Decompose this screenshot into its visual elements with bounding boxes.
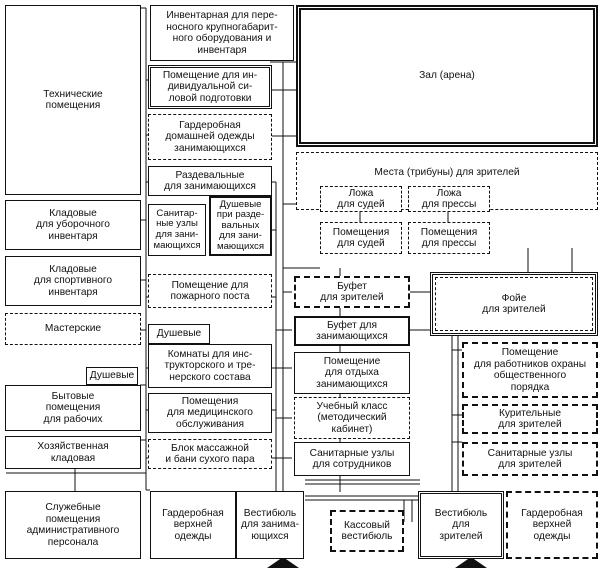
entrance-arrow-spectators (455, 557, 487, 568)
box-buffet-spectators: Буфет для зрителей (294, 276, 410, 308)
box-fire-post: Помещение для пожарного поста (148, 274, 272, 308)
box-judges-box: Ложа для судей (320, 186, 402, 212)
box-cleaning-storage: Кладовые для уборочного инвентаря (5, 200, 141, 250)
box-sports-storage: Кладовые для спортивного инвентаря (5, 256, 141, 306)
box-security-rooms: Помещение для работников охраны обществе… (462, 342, 598, 398)
box-buffet-participants: Буфет для занимающихся (294, 316, 410, 346)
box-individual-training: Помещение для ин- дивидуальной си- ловой… (148, 65, 272, 109)
box-sanitary-units: Санитар- ные узлы для зани- мающихся (148, 204, 206, 256)
box-foyer: Фойе для зрителей (430, 272, 598, 336)
box-rest-rooms: Помещение для отдыха занимающихся (294, 352, 410, 394)
box-massage-sauna: Блок массажной и бани сухого пара (148, 439, 272, 469)
box-home-clothes-wardrobe: Гардеробная домашней одежды занимающихся (148, 114, 272, 160)
box-staff-sanitary: Санитарные узлы для сотрудников (294, 442, 410, 476)
box-workers-rooms: Бытовые помещения для рабочих (5, 385, 141, 431)
box-outer-wardrobe: Гардеробная верхней одежды (150, 491, 236, 559)
box-spectators-lobby: Вестибюль для зрителей (418, 491, 504, 559)
box-showers-changing: Душевые при разде- вальных для зани- маю… (209, 196, 272, 256)
box-press-box: Ложа для прессы (408, 186, 490, 212)
box-inventory-large: Инвентарная для пере- носного крупногаба… (150, 5, 294, 61)
box-household-storage: Хозяйственная кладовая (5, 436, 141, 469)
box-workshops: Мастерские (5, 313, 141, 345)
box-showers-small: Душевые (148, 324, 210, 344)
box-medical-rooms: Помещения для медицинского обслуживания (148, 393, 272, 433)
spectator-seats-label: Места (трибуны) для зрителей (374, 167, 520, 178)
box-instructors-rooms: Комнаты для инс- трукторского и тре- нер… (148, 344, 272, 388)
entrance-arrow-participants (267, 557, 299, 568)
box-spectators-sanitary: Санитарные узлы для зрителей (462, 442, 598, 476)
box-showers-workers: Душевые (86, 367, 138, 385)
box-changing-rooms: Раздевальные для занимающихся (148, 166, 272, 196)
box-spectators-wardrobe: Гардеробная верхней одежды (506, 491, 598, 559)
box-cashier-lobby: Кассовый вестибюль (330, 510, 404, 552)
box-hall: Зал (арена) (296, 5, 598, 147)
box-tech-rooms: Технические помещения (5, 5, 141, 195)
box-classroom: Учебный класс (методический кабинет) (294, 397, 410, 439)
box-judges-rooms: Помещения для судей (320, 222, 402, 254)
box-participants-lobby: Вестибюль для занима- ющихся (236, 491, 304, 559)
box-admin-rooms: Служебные помещения административного пе… (5, 491, 141, 559)
box-press-rooms: Помещения для прессы (408, 222, 490, 254)
box-smoking-rooms: Курительные для зрителей (462, 404, 598, 434)
